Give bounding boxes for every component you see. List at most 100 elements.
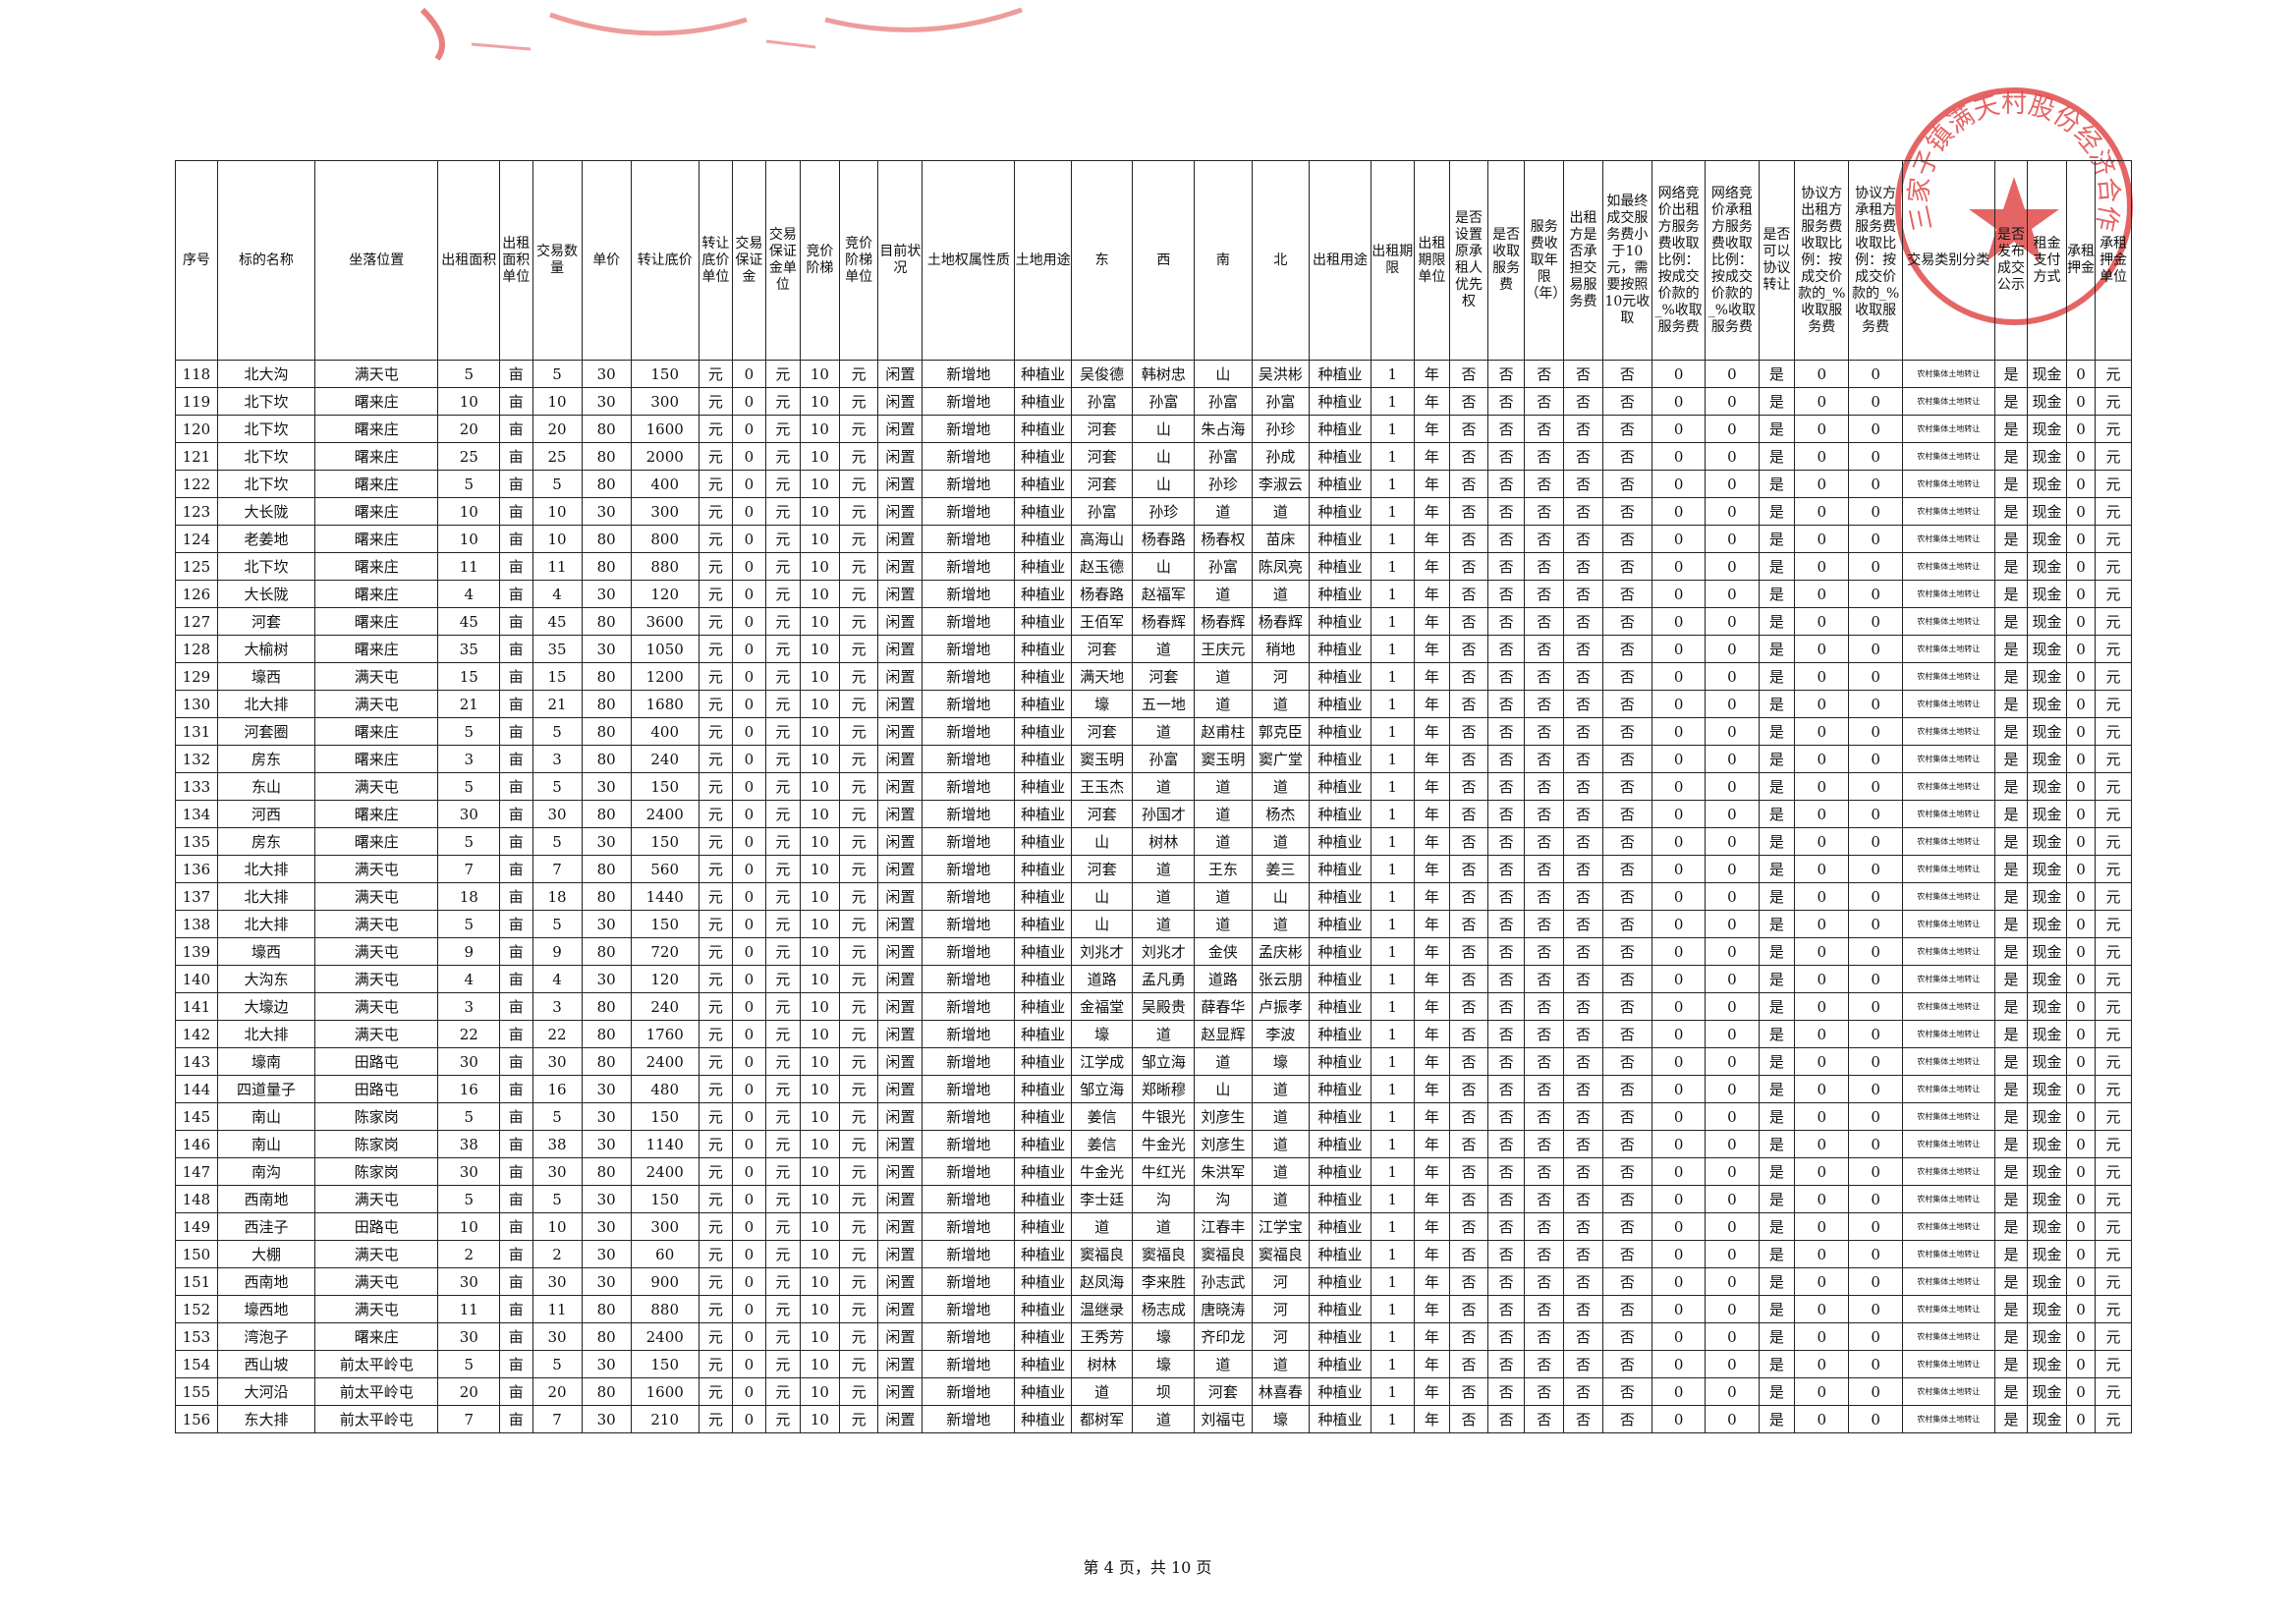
table-cell: 种植业: [1309, 937, 1371, 966]
table-cell: 否: [1563, 525, 1603, 553]
table-cell: 0: [1651, 360, 1707, 388]
table-cell: 元: [838, 772, 879, 801]
table-cell: 窦玉明: [1070, 745, 1134, 773]
table-cell: 道: [1251, 827, 1311, 856]
table-cell: 孙国才: [1132, 800, 1196, 828]
table-cell: 亩: [499, 882, 533, 911]
table-cell: 东山: [216, 772, 316, 801]
table-cell: 否: [1601, 1102, 1652, 1131]
table-cell: 大长陇: [216, 580, 316, 608]
table-cell: 30: [437, 1047, 501, 1076]
table-cell: 元: [2095, 497, 2132, 526]
table-cell: 种植业: [1309, 690, 1371, 718]
table-cell: 年: [1413, 1075, 1451, 1103]
table-cell: 130: [175, 690, 218, 718]
table-cell: 新增地: [922, 745, 1016, 773]
table-cell: 139: [175, 937, 218, 966]
table-cell: 北大排: [216, 910, 316, 938]
table-cell: 满天屯: [314, 992, 439, 1021]
table-cell: 否: [1563, 690, 1603, 718]
table-cell: 0: [1794, 580, 1850, 608]
table-cell: 0: [1651, 635, 1707, 663]
table-cell: 杨杰: [1251, 800, 1311, 828]
table-cell: 元: [764, 635, 802, 663]
table-cell: 否: [1563, 772, 1603, 801]
table-cell: 北大排: [216, 690, 316, 718]
table-cell: 河套: [1194, 1377, 1253, 1406]
table-cell: 孙富: [1070, 387, 1134, 416]
table-cell: 否: [1524, 1157, 1565, 1186]
table-cell: 38: [437, 1130, 501, 1158]
table-cell: 卢振孝: [1251, 992, 1311, 1021]
table-cell: 元: [2095, 442, 2132, 471]
table-cell: 否: [1486, 827, 1526, 856]
table-cell: 现金: [2027, 442, 2067, 471]
table-cell: 否: [1486, 1240, 1526, 1268]
table-cell: 元: [764, 1240, 802, 1268]
table-cell: 0: [1794, 1047, 1850, 1076]
table-cell: 年: [1413, 1295, 1451, 1323]
table-cell: 元: [764, 497, 802, 526]
table-cell: 道: [1132, 1020, 1196, 1048]
table-cell: 壕: [1070, 1020, 1134, 1048]
table-cell: 10: [437, 1212, 501, 1241]
table-cell: 否: [1486, 772, 1526, 801]
table-cell: 闲置: [877, 662, 924, 691]
table-cell: 否: [1524, 1130, 1565, 1158]
table-cell: 满天屯: [314, 882, 439, 911]
table-cell: 闲置: [877, 442, 924, 471]
table-cell: 0: [1848, 1240, 1903, 1268]
table-cell: 0: [1794, 1020, 1850, 1048]
table-cell: 2400: [630, 800, 700, 828]
table-cell: 元: [2095, 635, 2132, 663]
table-cell: 0: [1651, 745, 1707, 773]
table-cell: 5: [437, 1350, 501, 1378]
table-cell: 是: [1993, 552, 2029, 581]
table-cell: 种植业: [1309, 772, 1371, 801]
table-cell: 否: [1563, 415, 1603, 443]
table-cell: 闲置: [877, 910, 924, 938]
table-cell: 150: [630, 1350, 700, 1378]
table-cell: 元: [764, 827, 802, 856]
table-cell: 年: [1413, 800, 1451, 828]
table-cell: 元: [698, 1185, 734, 1213]
table-cell: 30: [581, 1212, 632, 1241]
table-cell: 道: [1132, 772, 1196, 801]
table-cell: 年: [1413, 525, 1451, 553]
table-cell: 否: [1601, 717, 1652, 746]
table-cell: 0: [732, 855, 766, 883]
table-cell: 亩: [499, 607, 533, 636]
table-cell: 否: [1563, 1157, 1603, 1186]
table-cell: 种植业: [1309, 1377, 1371, 1406]
table-cell: 邹立海: [1132, 1047, 1196, 1076]
table-cell: 138: [175, 910, 218, 938]
table-cell: 年: [1413, 1240, 1451, 1268]
table-cell: 10: [800, 1377, 840, 1406]
table-cell: 元: [764, 910, 802, 938]
table-cell: 30: [581, 1240, 632, 1268]
table-cell: 1600: [630, 1377, 700, 1406]
table-cell: 80: [581, 992, 632, 1021]
table-cell: 年: [1413, 442, 1451, 471]
table-cell: 赵玉德: [1070, 552, 1134, 581]
table-cell: 0: [732, 717, 766, 746]
table-cell: 0: [1705, 442, 1760, 471]
table-cell: 赵甫柱: [1194, 717, 1253, 746]
table-cell: 亩: [499, 827, 533, 856]
table-cell: 种植业: [1014, 1020, 1072, 1048]
table-cell: 窦福良: [1194, 1240, 1253, 1268]
table-cell: 0: [732, 442, 766, 471]
table-cell: 80: [581, 1377, 632, 1406]
table-cell: 现金: [2027, 965, 2067, 993]
table-cell: 元: [698, 1075, 734, 1103]
table-cell: 亩: [499, 772, 533, 801]
table-cell: 是: [1993, 690, 2029, 718]
col-header: 标的名称: [216, 160, 316, 361]
table-cell: 0: [1848, 1130, 1903, 1158]
table-cell: 1: [1370, 690, 1415, 718]
table-cell: 0: [2065, 855, 2097, 883]
table-cell: 10: [800, 415, 840, 443]
table-cell: 0: [1651, 1157, 1707, 1186]
